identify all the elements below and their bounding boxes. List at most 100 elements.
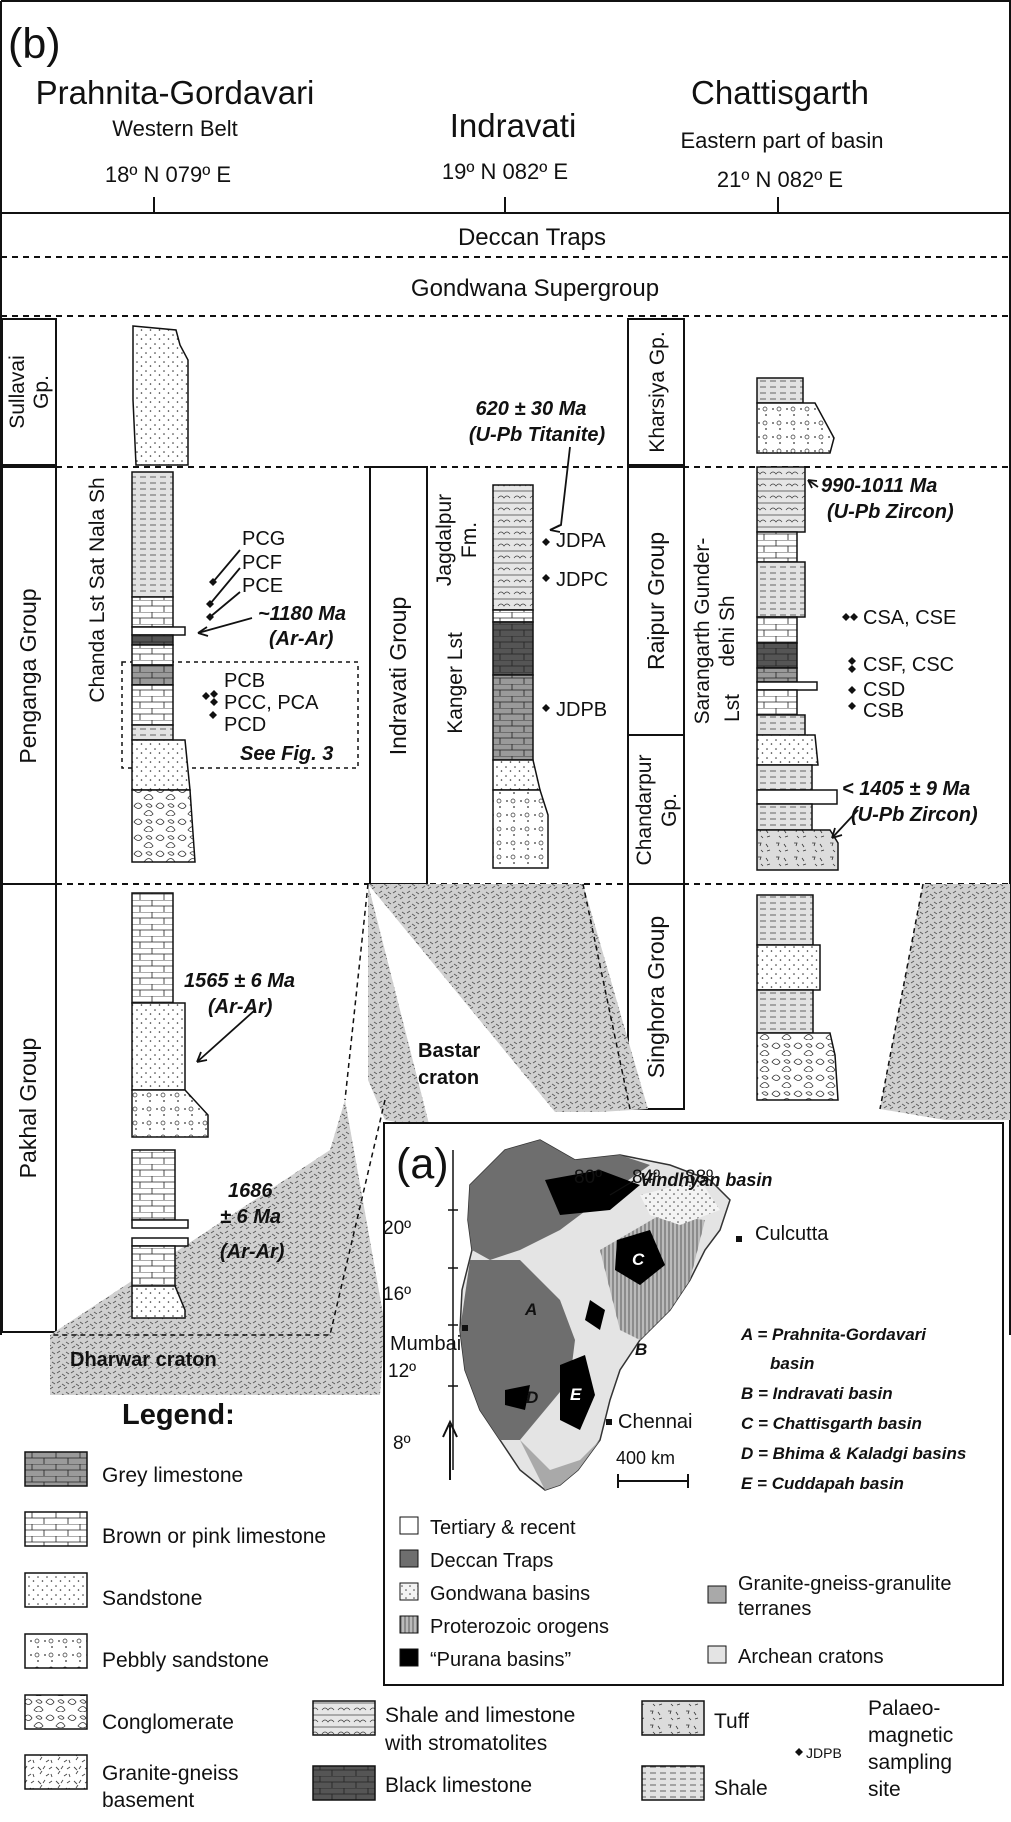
formation-jagdalpur-1: Jagdalpur [433, 494, 456, 586]
deccan-traps-label: Deccan Traps [458, 224, 606, 251]
legend-item-9: Shale [714, 1777, 768, 1800]
craton-areas [50, 883, 1010, 1395]
group-pakhal: Pakhal Group [15, 1038, 41, 1179]
legend-item-2: Sandstone [102, 1587, 202, 1610]
basin-key-1: basin [770, 1354, 814, 1373]
site-csf: CSF, CSC [863, 654, 954, 676]
age-1686-method: (Ar-Ar) [220, 1241, 285, 1263]
formation-chanda: Chanda Lst Sat Nala Sh [86, 477, 109, 702]
north-arrow-icon [442, 1419, 458, 1480]
legend-item-7: Black limestone [385, 1774, 532, 1797]
gondwana-label: Gondwana Supergroup [411, 275, 659, 302]
column-chattisgarth [756, 377, 839, 1101]
map-bhima [505, 1385, 530, 1410]
legend-title: Legend: [122, 1399, 235, 1431]
map-legend-2: Gondwana basins [430, 1583, 590, 1605]
legend-item-3: Pebbly sandstone [102, 1649, 269, 1672]
basin-key-4: D = Bhima & Kaladgi basins [741, 1444, 966, 1463]
panel-a: (a) 20º 16º 12º 8º 80º 84º 88º Vindhyan … [383, 1122, 1004, 1686]
age-1565: 1565 ± 6 Ma [184, 970, 295, 992]
age-990: 990-1011 Ma [821, 475, 937, 497]
formation-sarangarth-1: Sarangarth Gunder- [691, 538, 714, 725]
age-620-method: (U-Pb Titanite) [469, 424, 606, 446]
age-1405-method: (U-Pb Zircon) [851, 804, 978, 826]
site-pcg: PCG [242, 528, 285, 550]
legend-item-5a: Granite-gneiss [102, 1762, 239, 1785]
site-pcf: PCF [242, 552, 282, 574]
basin-key-5: E = Cuddapah basin [741, 1474, 904, 1493]
age-labels: ~1180 Ma (Ar-Ar) 620 ± 30 Ma (U-Pb Titan… [184, 398, 978, 1263]
region-1-sub: Western Belt [112, 116, 238, 141]
legend-item-6a: Shale and limestone [385, 1704, 575, 1727]
map-deccan-south [460, 1260, 575, 1440]
map-legend-3: Proterozoic orogens [430, 1616, 609, 1638]
legend-item-8: Tuff [714, 1710, 749, 1733]
bastar-craton-2: craton [418, 1067, 479, 1089]
site-jdpa: JDPA [556, 530, 606, 552]
age-1565-method: (Ar-Ar) [208, 996, 273, 1018]
region-2-name: Indravati [450, 107, 577, 144]
legend-item-6b: with stromatolites [384, 1732, 547, 1755]
map-chattisgarth [615, 1230, 665, 1285]
site-labels: PCG PCF PCE PCB PCC, PCA PCD JDPA JDPC J… [224, 528, 956, 736]
basin-E: E [570, 1385, 582, 1404]
group-chandarpur-2: Gp. [658, 793, 681, 827]
legend-site-1: Palaeo- [868, 1697, 940, 1720]
site-csd: CSD [863, 679, 905, 701]
see-fig-3: See Fig. 3 [240, 743, 333, 765]
lon-84: 84º [632, 1167, 660, 1188]
legend-site-4: site [868, 1778, 901, 1801]
legend-item-5b: basement [102, 1789, 194, 1812]
culcutta-label: Culcutta [755, 1223, 829, 1245]
map-cuddapah [560, 1355, 595, 1430]
group-sullavai-1: Sullavai [6, 355, 29, 429]
region-2-coord: 19º N 082º E [442, 159, 568, 184]
group-raipur: Raipur Group [643, 532, 669, 670]
formation-lst: Lst [721, 694, 744, 722]
group-indravati: Indravati Group [385, 597, 411, 756]
age-990-method: (U-Pb Zircon) [827, 501, 954, 523]
site-pcc: PCC, PCA [224, 692, 319, 714]
age-1686-err: ± 6 Ma [220, 1206, 281, 1228]
legend-site-3: sampling [868, 1751, 952, 1774]
basin-key-3: C = Chattisgarth basin [741, 1414, 922, 1433]
map-granulite [520, 1440, 600, 1490]
age-1180-method: (Ar-Ar) [269, 628, 334, 650]
lat-12: 12º [388, 1361, 416, 1382]
basin-D: D [526, 1388, 538, 1407]
map-legend-right-1: Archean cratons [738, 1646, 884, 1668]
chennai-label: Chennai [618, 1411, 693, 1433]
basin-key: A = Prahnita-Gordavari basin B = Indrava… [740, 1325, 966, 1493]
site-jdpc: JDPC [556, 569, 608, 591]
legend-item-4: Conglomerate [102, 1711, 234, 1734]
lon-80: 80º [574, 1167, 602, 1188]
lon-88: 88º [685, 1167, 713, 1188]
basin-key-0: A = Prahnita-Gordavari [740, 1325, 927, 1344]
formation-sarangarth-2: dehi Sh [716, 595, 739, 666]
column-indravati [492, 484, 549, 869]
column-prahnita [131, 325, 209, 1319]
scale-label: 400 km [616, 1448, 675, 1468]
age-1180: ~1180 Ma [258, 603, 346, 625]
legend-item-1: Brown or pink limestone [102, 1525, 326, 1548]
map-legend-1: Deccan Traps [430, 1550, 553, 1572]
age-arrows [196, 446, 859, 1063]
region-1-name: Prahnita-Gordavari [36, 74, 315, 111]
mumbai-label: Mumbai [390, 1333, 461, 1355]
map-legend-right-0a: Granite-gneiss-granulite [738, 1573, 951, 1595]
map-legend-right-0b: terranes [738, 1598, 811, 1620]
region-3-name: Chattisgarth [691, 74, 869, 111]
vindhyan-label: Vindhyan basin [640, 1170, 772, 1190]
formation-jagdalpur-2: Fm. [458, 522, 481, 558]
map-vindhyan [545, 1170, 640, 1215]
lat-20: 20º [383, 1218, 411, 1239]
site-csb: CSB [863, 700, 904, 722]
group-penganga: Penganga Group [15, 588, 41, 763]
formation-kanger: Kanger Lst [444, 632, 467, 734]
age-1405: < 1405 ± 9 Ma [842, 778, 970, 800]
age-620: 620 ± 30 Ma [475, 398, 586, 420]
site-pcd: PCD [224, 714, 266, 736]
group-kharsiya: Kharsiya Gp. [646, 331, 669, 452]
basin-C: C [632, 1250, 645, 1269]
